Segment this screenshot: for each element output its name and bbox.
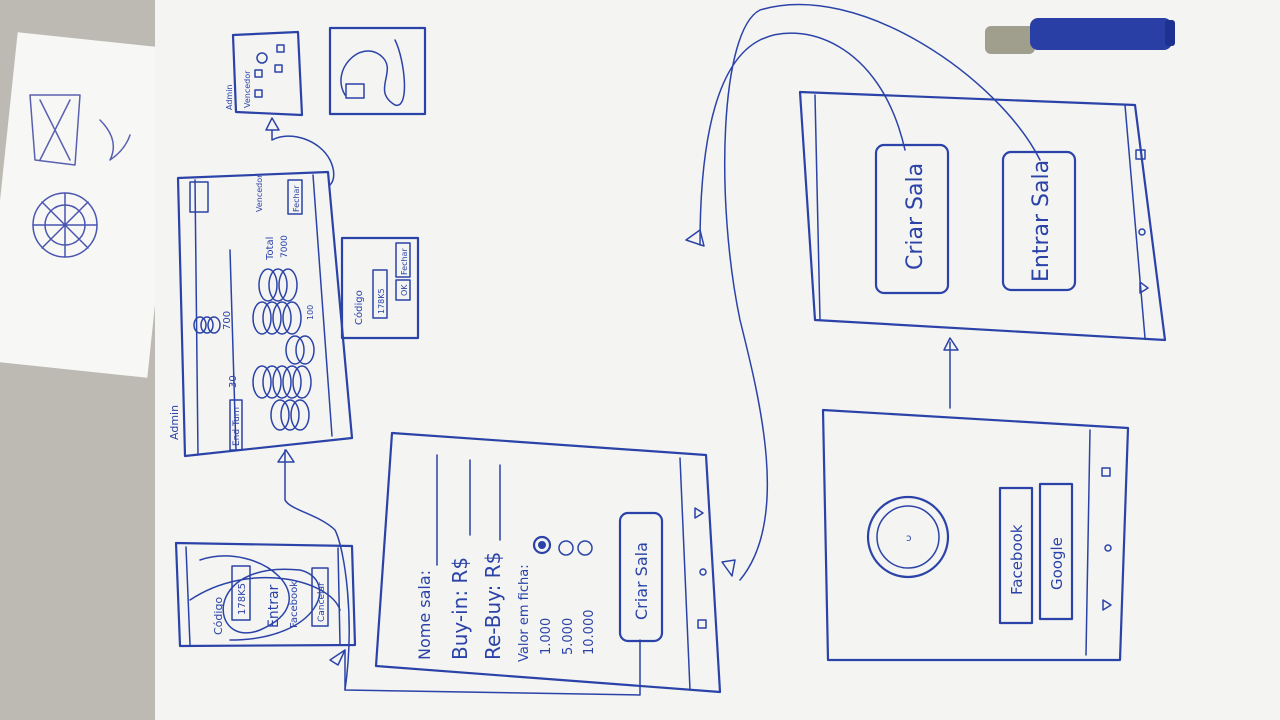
side-doodles xyxy=(29,94,131,258)
join-code-label: Código xyxy=(212,597,225,635)
winner-admin-label: Admin xyxy=(225,85,234,111)
navigation-arrows xyxy=(685,4,1041,581)
end-turn-label[interactable]: End Turn xyxy=(232,407,242,446)
join-enter-label[interactable]: Entrar xyxy=(266,584,282,628)
arrow-login-to-home xyxy=(943,337,959,409)
svg-text:ↄ: ↄ xyxy=(906,533,912,544)
total-value: 7000 xyxy=(280,235,290,258)
table-screen: Admin End Turn 30 700 Total 7000 100 Fec… xyxy=(168,170,354,691)
join-code-value[interactable]: 178K5 xyxy=(237,583,248,615)
google-button-label[interactable]: Google xyxy=(1048,537,1066,590)
vencedor-label: Vencedor xyxy=(243,70,252,108)
buyin-label: Buy-in: R$ xyxy=(448,557,472,660)
popup-code-label: Código xyxy=(353,290,365,325)
chip-option-1[interactable]: 1.000 xyxy=(539,618,554,655)
home-screen: Criar Sala Entrar Sala xyxy=(798,90,1167,342)
table-value-700: 700 xyxy=(222,311,233,330)
chip-option-3[interactable]: 10.000 xyxy=(582,610,597,656)
table-value-100: 100 xyxy=(306,305,315,320)
create-room-button-label[interactable]: Criar Sala xyxy=(903,163,928,270)
chip-stacks xyxy=(193,268,315,431)
table-fechar[interactable]: Fechar xyxy=(292,185,301,212)
marker-pen xyxy=(985,18,1175,54)
popup-ok-label[interactable]: OK xyxy=(400,284,409,296)
join-room-screen: Código 178K5 Entrar Facebook Cancelar xyxy=(174,541,357,666)
code-popup: Código 178K5 OK Fechar xyxy=(340,236,420,340)
rebuy-label: Re-Buy: R$ xyxy=(481,552,505,660)
create-room-screen: Nome sala: Buy-in: R$ Re-Buy: R$ Valor e… xyxy=(344,431,722,696)
create-room-submit-label[interactable]: Criar Sala xyxy=(632,542,651,620)
popup-code-value: 178K5 xyxy=(377,288,386,314)
join-cancel-label[interactable]: Cancelar xyxy=(317,582,327,622)
popup-fechar-label[interactable]: Fechar xyxy=(400,248,409,275)
enter-room-button-label[interactable]: Entrar Sala xyxy=(1029,160,1054,282)
table-admin-label: Admin xyxy=(168,405,181,440)
whiteboard-paper xyxy=(155,0,1280,720)
facebook-button-label[interactable]: Facebook xyxy=(1008,524,1026,595)
chip-value-label: Valor em ficha: xyxy=(517,564,532,662)
table-vencedor[interactable]: Vencedor xyxy=(255,174,264,212)
winner-screen: Admin Vencedor xyxy=(225,26,427,186)
total-label: Total xyxy=(265,237,276,261)
chip-option-2[interactable]: 5.000 xyxy=(561,618,576,655)
login-screen: ↄ Facebook Google xyxy=(821,408,1130,662)
join-facebook-label[interactable]: Facebook xyxy=(289,581,300,628)
room-name-label: Nome sala: xyxy=(415,570,434,660)
